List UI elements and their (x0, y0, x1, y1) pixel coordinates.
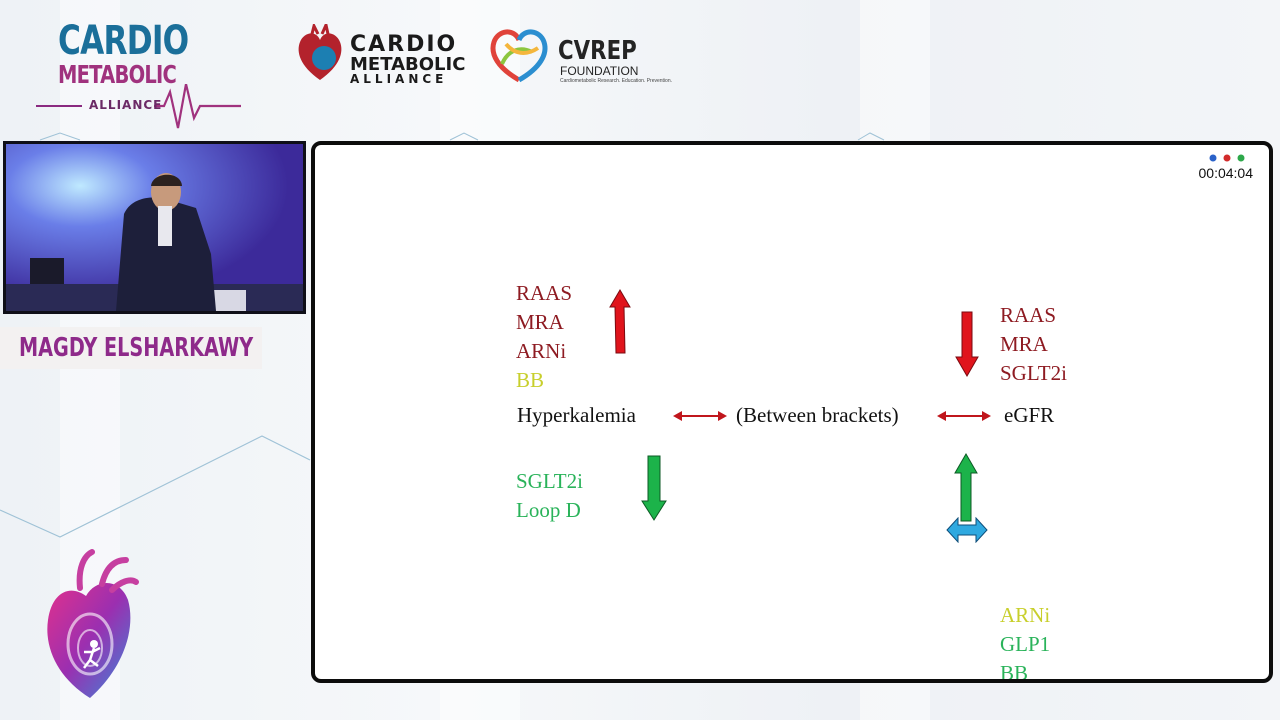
top-right-drug-list: RAAS MRA SGLT2i (1000, 301, 1067, 388)
list-item: SGLT2i (516, 469, 583, 493)
logo-text-metabolic: METABOLIC (58, 60, 177, 89)
bottom-left-drug-list: SGLT2i Loop D (516, 467, 583, 525)
logo-text-alliance: ALLIANCE (89, 98, 163, 112)
list-item: RAAS (516, 281, 573, 305)
double-arrow-right-icon (937, 411, 991, 421)
green-down-arrow-icon (641, 455, 667, 521)
slide-timer: 00:04:04 (1198, 165, 1254, 181)
cardio-metabolic-alliance-logo: CARDIO METABOLIC ALLIANCE (36, 18, 241, 134)
red-down-arrow-icon (955, 311, 979, 377)
cvrep-heart-icon (490, 29, 548, 83)
cvrep-title: CVREP (558, 36, 637, 66)
list-item: GLP1 (1000, 632, 1051, 656)
logo-text-metabolic: METABOLIC (350, 54, 466, 75)
red-up-arrow-icon (609, 289, 631, 354)
speaker-video-frame (6, 144, 303, 311)
top-left-drug-list: RAAS MRA ARNi BB (516, 279, 572, 395)
cardio-metabolic-alliance-logo-2: CARDIO METABOLIC ALLIANCE (294, 24, 470, 86)
list-item: RAAS (1000, 303, 1057, 327)
list-item: SGLT2i (1000, 361, 1067, 385)
presentation-slide: 00:04:04 RAAS MRA ARNi BB RAAS MRA SGLT2… (311, 141, 1273, 683)
list-item: ARNi (516, 339, 567, 363)
list-item: MRA (516, 310, 564, 334)
logo-text-cardio: CARDIO (350, 32, 458, 57)
list-item: Loop D (516, 498, 581, 522)
cvrep-foundation-logo: CVREP FOUNDATION Cardiometabolic Researc… (486, 24, 672, 88)
recording-indicator-icon (1209, 154, 1245, 162)
list-item: MRA (1000, 332, 1048, 356)
blue-double-arrow-icon (946, 517, 988, 543)
green-up-arrow-icon (954, 453, 978, 522)
cvrep-tagline: Cardiometabolic Research. Education. Pre… (560, 78, 673, 84)
ecg-line-icon (36, 84, 241, 129)
logo-text-alliance: ALLIANCE (350, 72, 448, 86)
logo-text-cardio: CARDIO (58, 18, 189, 64)
between-brackets-label: (Between brackets) (736, 403, 899, 427)
list-item: BB (516, 368, 545, 392)
egfr-label: eGFR (1004, 403, 1055, 427)
cvrep-subtitle: FOUNDATION (560, 64, 639, 78)
hyperkalemia-label: Hyperkalemia (517, 403, 636, 427)
list-item: BB (1000, 661, 1029, 683)
double-arrow-left-icon (673, 411, 727, 421)
heart-logo-icon (298, 24, 342, 80)
list-item: ARNi (1000, 603, 1051, 627)
speaker-name: MAGDY ELSHARKAWY (19, 333, 254, 363)
speaker-video (3, 141, 306, 314)
heart-illustration-icon (47, 549, 139, 698)
bottom-right-drug-list: ARNi GLP1 BB (1000, 601, 1051, 683)
speaker-name-plate: MAGDY ELSHARKAWY (0, 327, 262, 369)
